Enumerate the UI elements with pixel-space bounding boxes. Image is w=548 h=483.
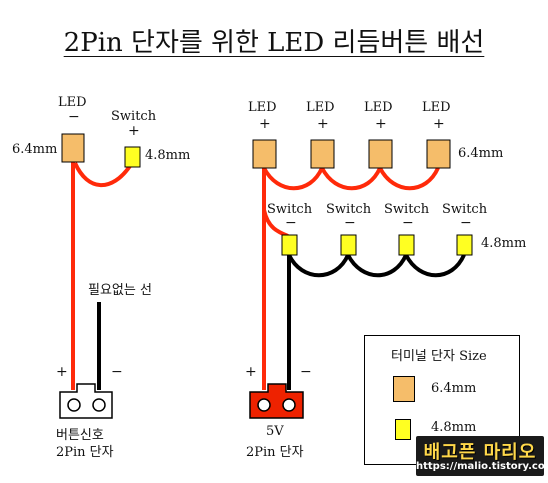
right-plus-sign: + bbox=[245, 364, 257, 380]
right-black-chain bbox=[287, 250, 466, 278]
left-switch-size: 4.8mm bbox=[145, 148, 191, 163]
right-led-sign: + bbox=[375, 116, 387, 132]
left-minus-sign: − bbox=[111, 364, 123, 380]
legend-swatch-switch bbox=[395, 419, 411, 440]
left-led-sign: − bbox=[68, 109, 80, 125]
right-minus-sign: − bbox=[300, 364, 312, 380]
left-connector-label-1: 버튼신호 bbox=[56, 428, 104, 443]
legend-size-switch: 4.8mm bbox=[431, 420, 477, 435]
unused-wire-label: 필요없는 선 bbox=[88, 283, 152, 298]
right-red-chain bbox=[262, 163, 440, 191]
right-led-sign: + bbox=[259, 116, 271, 132]
right-switch-sign: − bbox=[344, 215, 356, 231]
right-led-label: LED bbox=[248, 100, 277, 115]
left-led-size: 6.4mm bbox=[12, 142, 58, 157]
right-switch-terminal bbox=[456, 234, 473, 256]
right-led-sign: + bbox=[317, 116, 329, 132]
right-led-size: 6.4mm bbox=[458, 146, 504, 161]
right-led-terminal bbox=[368, 139, 393, 169]
right-led-terminal bbox=[252, 139, 277, 169]
left-connector bbox=[59, 383, 113, 419]
blog-watermark: 배고픈 마리오 https://malio.tistory.com bbox=[416, 436, 548, 476]
right-switch-label: Switch bbox=[326, 202, 372, 217]
right-switch-sign: − bbox=[285, 215, 297, 231]
left-switch-sign: + bbox=[128, 123, 140, 139]
right-led-terminal bbox=[426, 139, 451, 169]
right-switch-size: 4.8mm bbox=[481, 236, 527, 251]
right-connector-label-1: 5V bbox=[266, 424, 284, 439]
page-title: 2Pin 단자를 위한 LED 리듬버튼 배선 bbox=[63, 28, 485, 58]
right-led-terminal bbox=[310, 139, 335, 169]
left-switch-label: Switch bbox=[111, 109, 157, 124]
right-switch-sign: − bbox=[460, 215, 472, 231]
right-switch-sign: − bbox=[402, 215, 414, 231]
right-switch-terminal bbox=[340, 234, 357, 256]
watermark-title: 배고픈 마리오 bbox=[423, 442, 537, 463]
right-led-sign: + bbox=[433, 116, 445, 132]
watermark-url: https://malio.tistory.com bbox=[416, 461, 548, 472]
right-connector-label-2: 2Pin 단자 bbox=[246, 445, 304, 460]
left-led-terminal bbox=[61, 133, 85, 163]
right-switch-terminal bbox=[398, 234, 415, 256]
legend-size-led: 6.4mm bbox=[431, 381, 477, 396]
left-connector-label-2: 2Pin 단자 bbox=[56, 445, 114, 460]
left-switch-terminal bbox=[124, 146, 141, 168]
right-switch-label: Switch bbox=[442, 202, 488, 217]
legend-swatch-led bbox=[393, 376, 415, 402]
legend-title: 터미널 단자 Size bbox=[391, 349, 487, 364]
left-red-jumper bbox=[73, 162, 132, 188]
left-led-label: LED bbox=[58, 95, 87, 110]
right-switch-label: Switch bbox=[384, 202, 430, 217]
left-plus-sign: + bbox=[56, 364, 68, 380]
right-led-label: LED bbox=[364, 100, 393, 115]
right-switch-label: Switch bbox=[267, 202, 313, 217]
right-connector bbox=[249, 383, 304, 419]
right-led-label: LED bbox=[422, 100, 451, 115]
right-switch-terminal bbox=[281, 234, 298, 256]
right-led-label: LED bbox=[306, 100, 335, 115]
